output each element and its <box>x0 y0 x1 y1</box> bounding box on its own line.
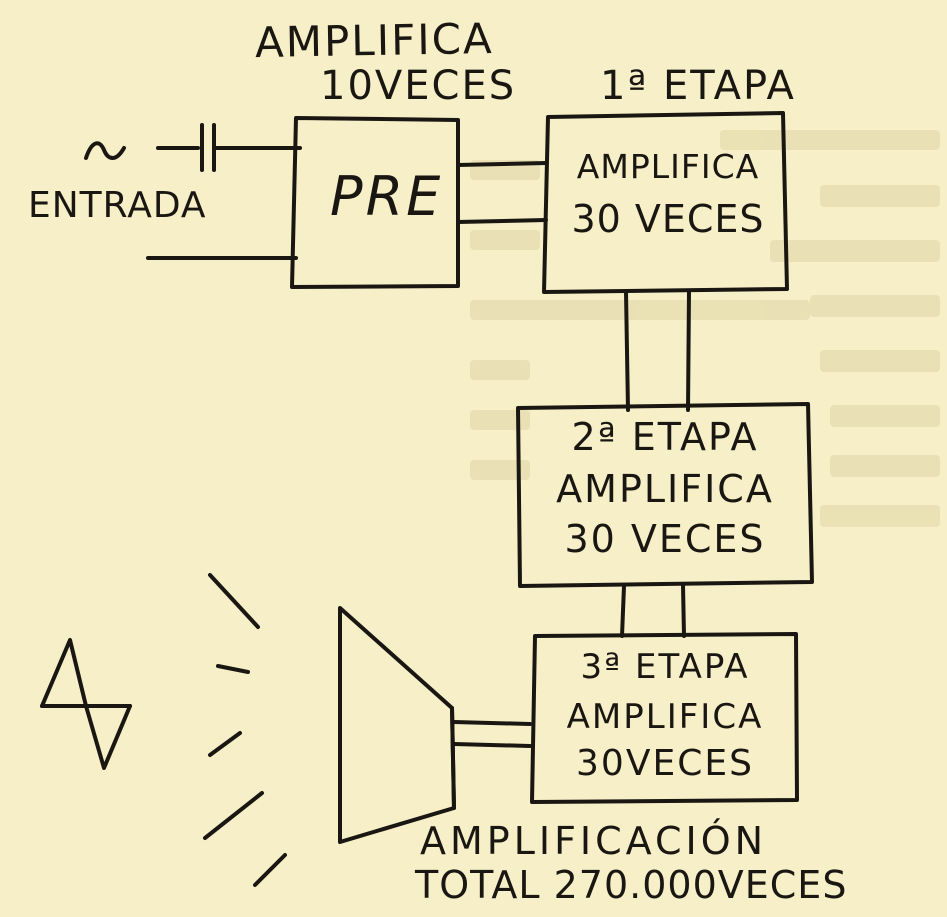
total-caption-line2: TOTAL 270.000VECES <box>415 863 848 907</box>
stage2-line2: AMPLIFICA <box>556 467 774 511</box>
pre-caption-line1: AMPLIFICA <box>254 13 495 68</box>
stage1-box <box>542 111 789 294</box>
stage1-line2: 30 VECES <box>571 197 765 241</box>
stage2-box <box>516 402 814 588</box>
sine-wave-icon <box>84 141 126 160</box>
entrada-label: ENTRADA <box>28 185 207 226</box>
pre-box-label: PRE <box>330 165 444 228</box>
stage1-line1: AMPLIFICA <box>576 147 760 186</box>
pre-amp-box <box>290 116 460 289</box>
stage3-box <box>530 632 799 804</box>
sound-rays-icon <box>203 573 287 887</box>
stage3-line1: 3ª ETAPA <box>580 647 750 687</box>
stage2-line3: 30 VECES <box>564 517 766 561</box>
stage3-line3: 30VECES <box>576 743 754 784</box>
total-caption-line1: AMPLIFICACIÓN <box>420 819 768 863</box>
pre-caption-line2: 10VECES <box>320 63 517 109</box>
stage1-caption: 1ª ETAPA <box>600 63 796 109</box>
stage2-line1: 2ª ETAPA <box>571 415 759 459</box>
stage3-line2: AMPLIFICA <box>566 697 764 737</box>
loudspeaker-icon <box>338 606 456 844</box>
capacitor-icon <box>156 123 302 172</box>
waveform-icon <box>40 638 132 770</box>
